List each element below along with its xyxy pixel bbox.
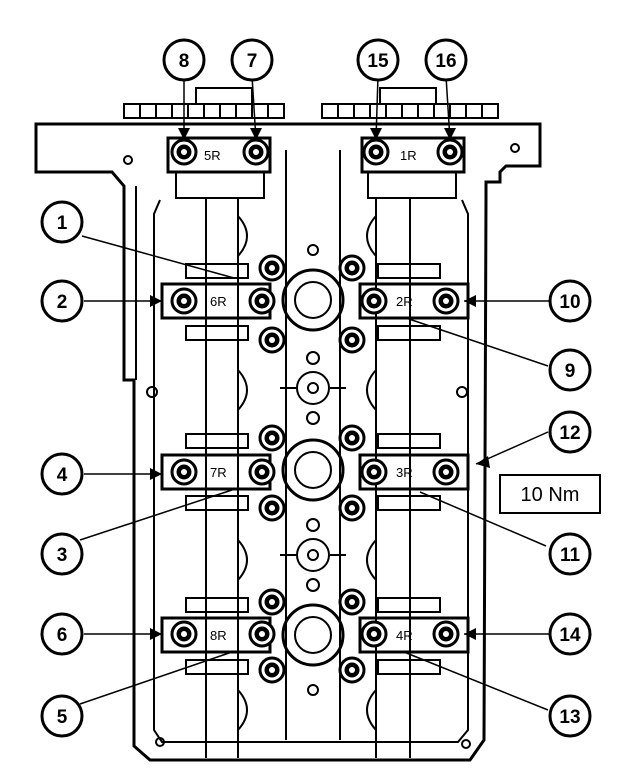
bearing-cap-5R: [166, 136, 272, 199]
cap-bolt: [170, 287, 198, 315]
journal-bolt: [338, 326, 366, 354]
center-column: [280, 150, 346, 740]
callout-label-3: 3: [57, 545, 68, 566]
callout-15: 15: [356, 38, 400, 82]
callout-label-4: 4: [57, 465, 68, 486]
cap-bolt: [436, 138, 464, 166]
callout-4: 4: [40, 452, 84, 496]
auxiliary-bolt-group: [258, 254, 366, 684]
callout-label-13: 13: [559, 707, 580, 728]
callout-3: 3: [40, 532, 84, 576]
cap-label-5R: 5R: [204, 148, 221, 163]
cap-label-7R: 7R: [210, 465, 227, 480]
journal-bolt: [258, 424, 286, 452]
cap-label-3R: 3R: [396, 465, 413, 480]
journal-bolt: [258, 494, 286, 522]
journal-bolt: [338, 494, 366, 522]
callout-1: 1: [40, 200, 84, 244]
callout-label-7: 7: [247, 51, 258, 72]
intake-cam-gear: [321, 87, 499, 119]
torque-spec-box: 10 Nm: [499, 474, 601, 514]
journal-bolt: [258, 326, 286, 354]
bearing-cap-1R: [360, 136, 466, 199]
journal-bolt: [258, 656, 286, 684]
callout-13: 13: [548, 694, 592, 738]
callout-10: 10: [548, 279, 592, 323]
torque-spec-label: 10 Nm: [521, 484, 580, 506]
cap-bolt: [170, 138, 198, 166]
callout-label-2: 2: [57, 292, 68, 313]
cap-bolt: [360, 458, 388, 486]
cap-bolt: [248, 620, 276, 648]
callout-9: 9: [548, 348, 592, 392]
callout-label-8: 8: [179, 51, 190, 72]
callout-label-9: 9: [565, 361, 576, 382]
cap-bolt: [432, 287, 460, 315]
camshaft-left: [205, 198, 239, 758]
callout-label-16: 16: [435, 51, 456, 72]
cap-label-6R: 6R: [210, 294, 227, 309]
arrowheads: [150, 128, 490, 640]
callout-label-5: 5: [57, 707, 68, 728]
callout-label-1: 1: [57, 213, 68, 234]
cap-label-1R: 1R: [400, 148, 417, 163]
cap-bolt: [170, 458, 198, 486]
journal-bolt: [258, 254, 286, 282]
cap-bolt: [360, 620, 388, 648]
cap-bolt: [360, 287, 388, 315]
journal-bolt: [338, 656, 366, 684]
cap-bolt: [248, 287, 276, 315]
bolt-group: [170, 138, 464, 648]
journal-bolt: [338, 588, 366, 616]
callout-label-15: 15: [367, 51, 389, 72]
cylinder-head-outline: [34, 122, 542, 762]
callout-label-14: 14: [559, 625, 581, 646]
cap-label-2R: 2R: [396, 294, 413, 309]
callout-6: 6: [40, 612, 84, 656]
callout-label-10: 10: [559, 292, 580, 313]
cap-bolt: [432, 458, 460, 486]
mounting-holes: [123, 143, 520, 749]
callout-5: 5: [40, 694, 84, 738]
callout-8: 8: [162, 38, 206, 82]
cap-bolt: [242, 138, 270, 166]
callout-11: 11: [548, 532, 592, 576]
cap-bolt: [362, 138, 390, 166]
bearing-cap-3R: [358, 433, 470, 511]
cap-bolt: [432, 620, 460, 648]
cap-label-4R: 4R: [396, 628, 413, 643]
callout-label-6: 6: [57, 625, 68, 646]
journal-bolt: [338, 254, 366, 282]
cap-bolt: [170, 620, 198, 648]
cam-lobes: [237, 215, 377, 731]
callout-7: 7: [230, 38, 274, 82]
callout-12: 12: [548, 410, 592, 454]
cap-bolt: [248, 458, 276, 486]
cap-label-8R: 8R: [210, 628, 227, 643]
callout-2: 2: [40, 279, 84, 323]
journal-bolt: [258, 588, 286, 616]
journal-bolt: [338, 424, 366, 452]
callout-label-11: 11: [560, 545, 581, 566]
callout-label-12: 12: [559, 423, 580, 444]
callout-16: 16: [424, 38, 468, 82]
callout-14: 14: [548, 612, 592, 656]
exhaust-cam-gear: [123, 87, 285, 119]
